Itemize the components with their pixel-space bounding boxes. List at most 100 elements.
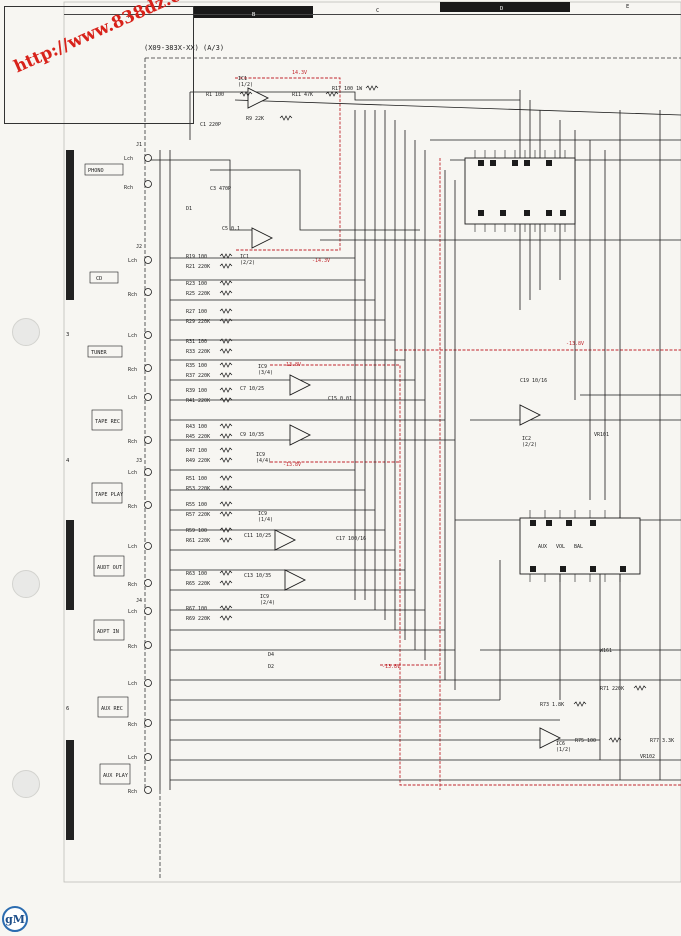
resistor-symbols: [219, 85, 647, 743]
resistor-symbol: [365, 85, 379, 91]
board-title: (X09-383X-XX) (A/3): [144, 44, 224, 52]
channel-label: Rch: [128, 439, 137, 445]
resistor-symbol: [219, 348, 233, 354]
channel-label: Rch: [128, 292, 137, 298]
resistor-label: R25 220K: [186, 291, 210, 297]
ic-ref: IC2: [522, 436, 531, 442]
channel-label: Lch: [128, 395, 137, 401]
jack-label-adpt-in: ADPT IN: [97, 629, 119, 635]
resistor-symbol: [219, 501, 233, 507]
resistor-symbol: [219, 397, 233, 403]
capacitor-label: C1 220P: [200, 122, 221, 128]
resistor-symbol: [219, 423, 233, 429]
ic-part: (2/2): [240, 260, 255, 266]
jack-label-aux-rec: AUX REC: [101, 706, 123, 712]
ic-part: (1/2): [556, 747, 571, 753]
resistor-symbol: [219, 580, 233, 586]
component-label: D1: [186, 206, 192, 212]
signal-wires: [150, 91, 681, 781]
resistor-symbol: [219, 537, 233, 543]
channel-label: Rch: [124, 185, 133, 191]
supply-rail: [270, 364, 681, 786]
resistor-label: R41 220K: [186, 398, 210, 404]
resistor-label: R47 100: [186, 448, 207, 454]
left-margin-bar: [66, 520, 74, 610]
ic-ref: IC9: [256, 452, 265, 458]
resistor-symbol: [219, 511, 233, 517]
component-label: BAL: [574, 544, 583, 550]
ic-ref: IC9: [258, 364, 267, 370]
ic-part: (3/4): [258, 370, 273, 376]
resistor-symbol: [219, 318, 233, 324]
column-label: D: [500, 6, 503, 12]
resistor-symbol: [219, 280, 233, 286]
resistor-label: R19 100: [186, 254, 207, 260]
resistor-symbol: [219, 475, 233, 481]
ic-ref: IC6: [556, 741, 565, 747]
resistor-label: R63 100: [186, 571, 207, 577]
ic-part: (4/4): [256, 458, 271, 464]
binder-hole: [12, 770, 40, 798]
column-label: C: [376, 8, 379, 14]
grid-bar-segment: [440, 2, 570, 12]
site-logo: gM: [2, 906, 28, 932]
resistor-symbol: [219, 338, 233, 344]
row-number: 4: [66, 458, 70, 464]
resistor-label: R55 100: [186, 502, 207, 508]
resistor-label: R37 220K: [186, 373, 210, 379]
resistor-symbol: [633, 685, 647, 691]
resistor-label: R39 100: [186, 388, 207, 394]
capacitor-label: C5 0.1: [222, 226, 240, 232]
ic-part: (1/4): [258, 517, 273, 523]
resistor-symbol: [219, 447, 233, 453]
channel-label: Rch: [128, 367, 137, 373]
channel-label: Lch: [128, 755, 137, 761]
channel-label: Rch: [128, 722, 137, 728]
watermark-text: http://www.838dz.com: [11, 0, 211, 78]
jack-boxes: [84, 163, 131, 785]
resistor-label: R29 220K: [186, 319, 210, 325]
jack-ref: J3: [136, 458, 142, 464]
resistor-symbol: [608, 737, 622, 743]
resistor-label: R27 100: [186, 309, 207, 315]
row-number: 6: [66, 706, 69, 712]
left-margin-bar: [66, 740, 74, 840]
resistor-symbol: [219, 527, 233, 533]
left-margin-bar: [66, 150, 74, 300]
resistor-symbol: [239, 91, 253, 97]
supply-rail: [235, 77, 341, 251]
capacitor-label: C3 470P: [210, 186, 231, 192]
resistor-label: R31 100: [186, 339, 207, 345]
column-label: A: [128, 14, 132, 20]
resistor-label: R1 100: [206, 92, 224, 98]
resistor-label: R53 220K: [186, 486, 210, 492]
resistor-label: R43 100: [186, 424, 207, 430]
channel-label: Lch: [124, 156, 133, 162]
ic-pins: [474, 150, 621, 582]
column-label: E: [626, 4, 629, 10]
ic-ref: IC9: [258, 511, 267, 517]
channel-label: Lch: [128, 333, 137, 339]
resistor-label: R61 220K: [186, 538, 210, 544]
resistor-symbol: [219, 263, 233, 269]
resistor-label: R69 220K: [186, 616, 210, 622]
supply-label: 13.8V: [286, 362, 301, 368]
channel-label: Lch: [128, 470, 137, 476]
resistor-label: R77 3.3K: [650, 738, 674, 744]
jack-ref: J4: [136, 598, 142, 604]
capacitor-label: C15 0.01: [328, 396, 352, 402]
capacitor-label: C19 10/16: [520, 378, 547, 384]
resistor-label: R17 100 1W: [332, 86, 363, 92]
ic-packages: [464, 157, 641, 575]
component-label: VOL: [556, 544, 565, 550]
component-label: VR102: [640, 754, 655, 760]
capacitor-label: C7 10/25: [240, 386, 264, 392]
jack-label-phono: PHONO: [88, 168, 104, 174]
row-number: 3: [66, 332, 69, 338]
ic-ref: IC9: [260, 594, 269, 600]
binder-hole: [12, 318, 40, 346]
resistor-label: R51 100: [186, 476, 207, 482]
board-outline: [144, 57, 681, 880]
